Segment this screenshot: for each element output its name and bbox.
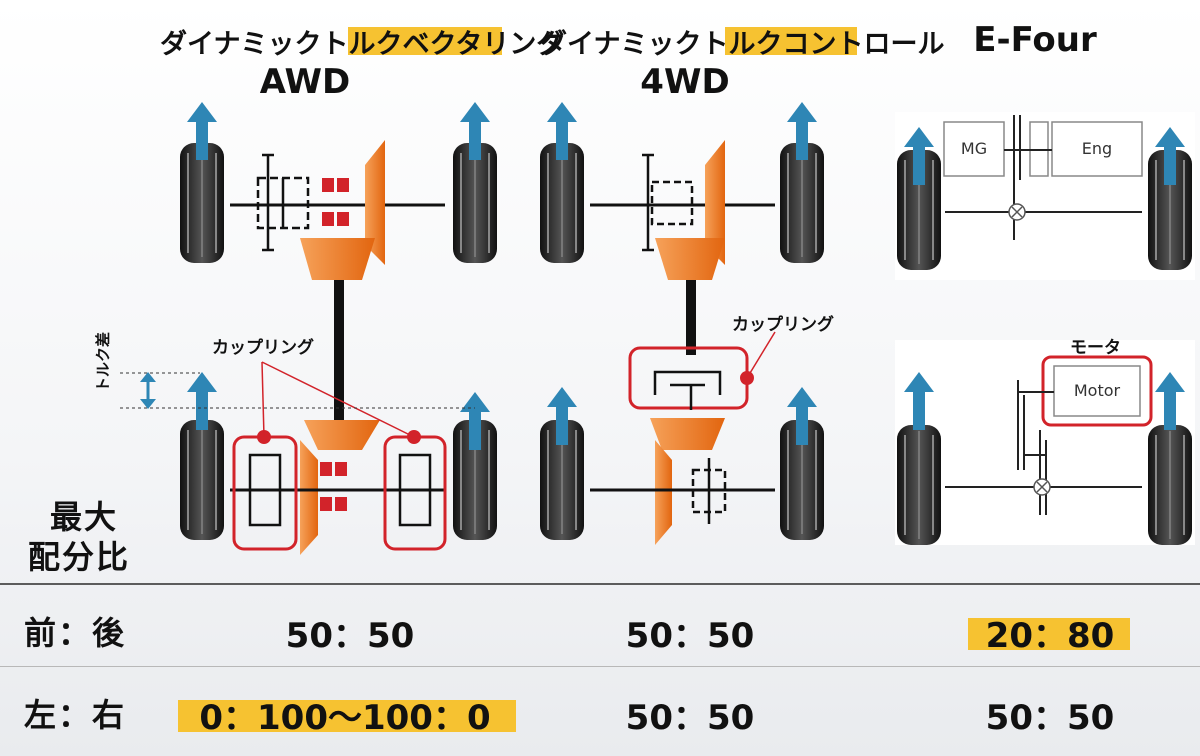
front-rear-value-4wd: 50：50 <box>625 616 755 656</box>
column-subtitle-4wd: 4WD <box>640 62 730 102</box>
torque-diff-label: トルク差 <box>94 331 112 392</box>
front-rear-label: 前：後 <box>24 614 127 652</box>
table-separator-middle <box>0 666 1200 667</box>
left-right-highlight-awd <box>178 700 516 732</box>
awd-diagram <box>120 102 498 555</box>
mg-box-label: MG <box>960 139 988 158</box>
motor-box-label: Motor <box>1073 381 1121 400</box>
coupling-label-awd: カップリング <box>212 338 314 358</box>
left-right-value-awd: 0：100〜100：0 <box>199 698 491 738</box>
eng-box-label: Eng <box>1081 139 1113 158</box>
front-rear-highlight-efour <box>968 618 1130 650</box>
left-right-label: 左：右 <box>24 696 127 734</box>
left-right-value-4wd: 50：50 <box>625 698 755 738</box>
column-title-efour: E-Four <box>973 20 1097 60</box>
drivetrain-diagrams <box>120 102 1195 555</box>
title-highlight-4wd <box>725 27 857 55</box>
4wd-diagram <box>539 102 825 545</box>
max-distribution-header-line1: 最大 <box>50 498 119 536</box>
efour-diagram <box>895 112 1195 546</box>
column-subtitle-awd: AWD <box>259 62 351 102</box>
motor-label: モータ <box>1070 338 1121 358</box>
left-right-value-efour: 50：50 <box>985 698 1115 738</box>
coupling-label-4wd: カップリング <box>732 315 834 335</box>
column-title-awd: ダイナミックトルクベクタリング <box>160 29 564 60</box>
max-distribution-header-line2: 配分比 <box>28 538 131 576</box>
front-rear-value-efour: 20：80 <box>985 616 1115 656</box>
title-highlight-awd <box>348 27 502 55</box>
front-rear-value-awd: 50：50 <box>285 616 415 656</box>
table-separator-top <box>0 583 1200 585</box>
